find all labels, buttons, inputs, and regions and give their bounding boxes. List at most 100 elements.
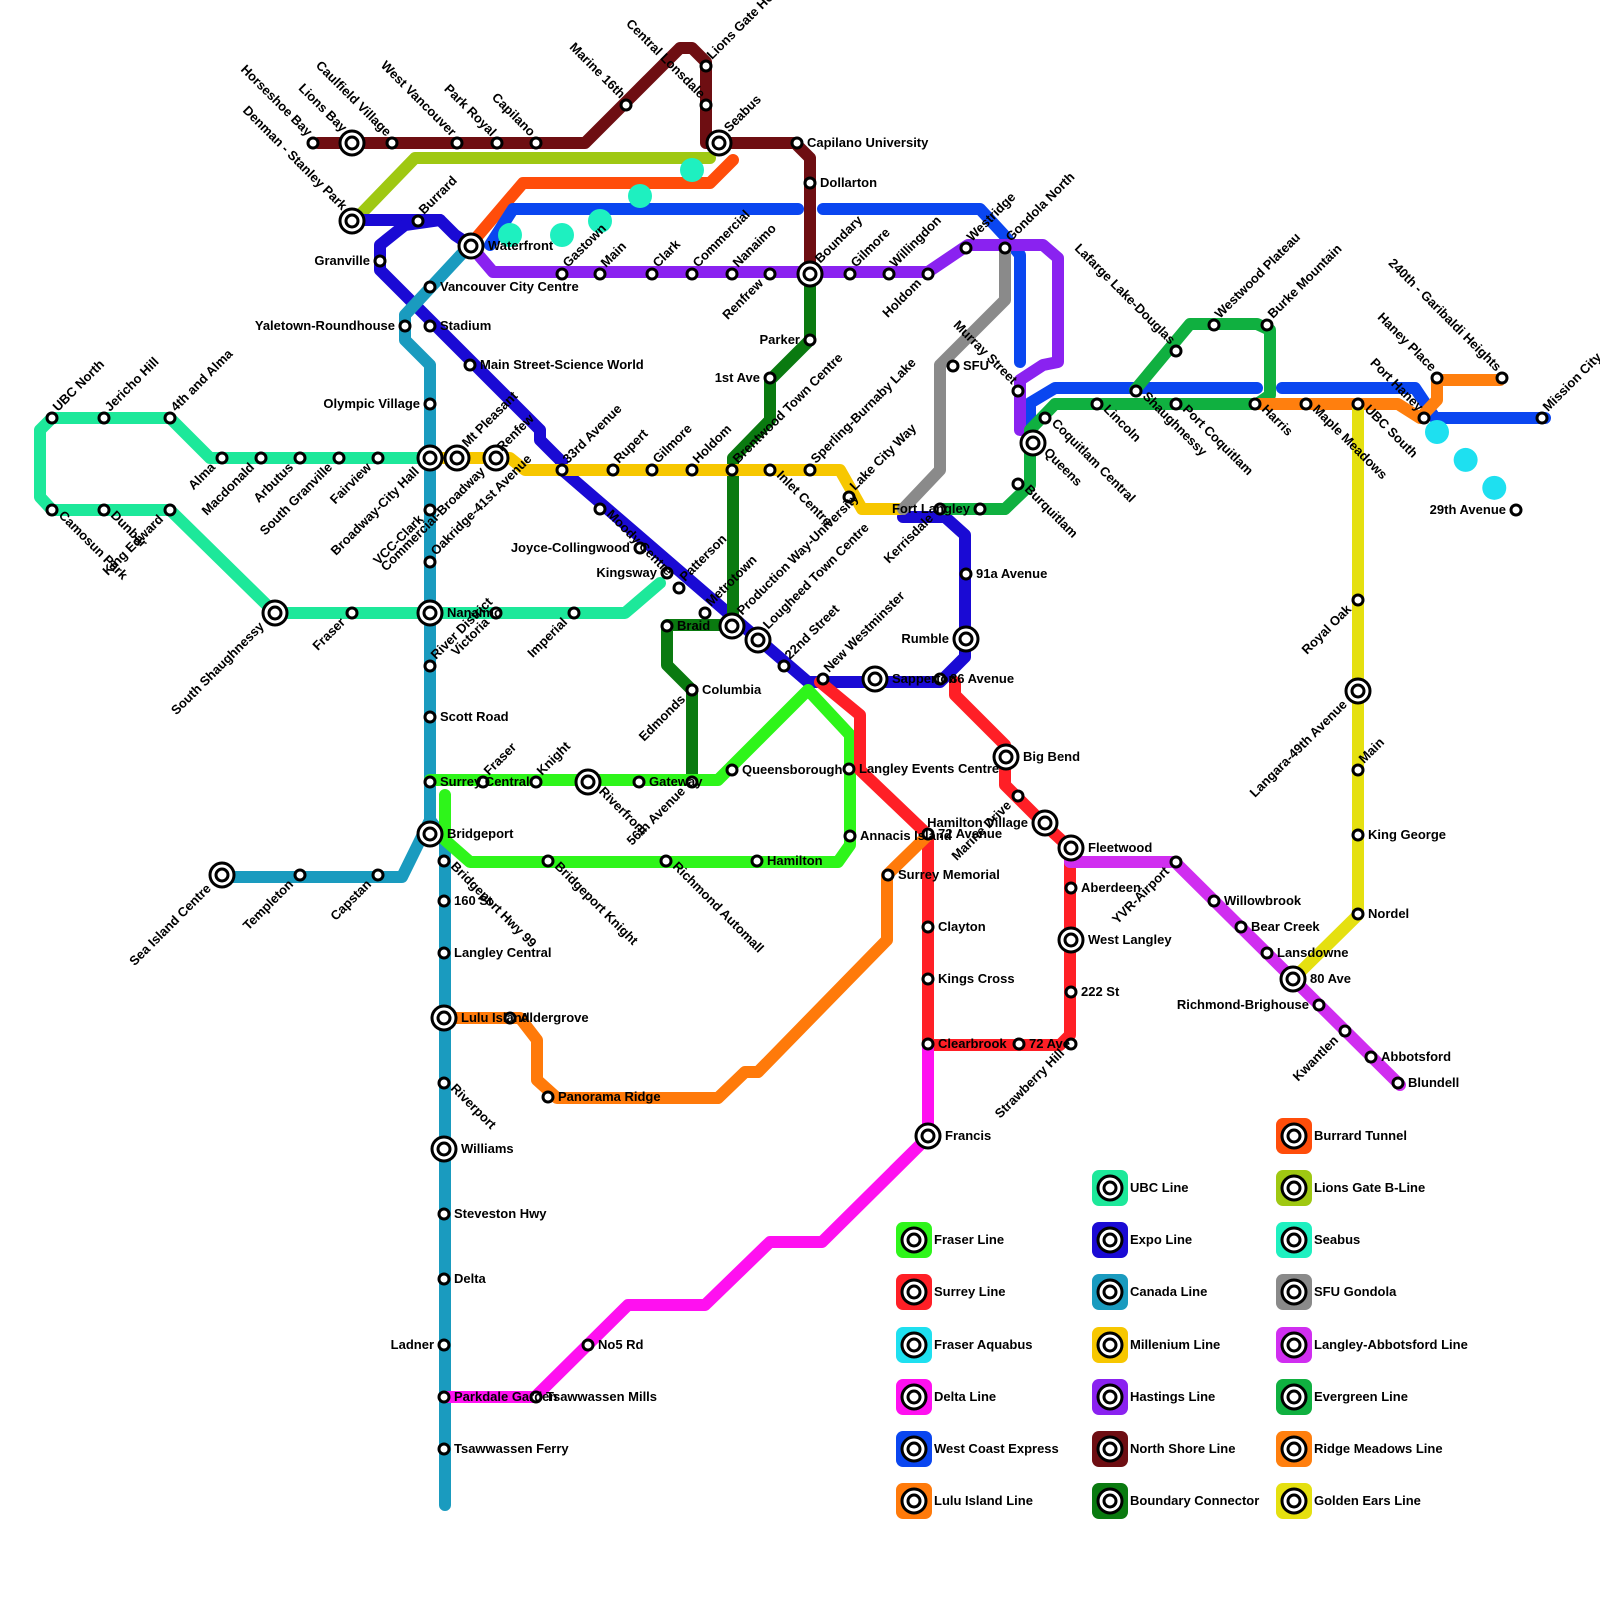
station-marker[interactable]	[439, 1274, 449, 1284]
station-marker[interactable]	[805, 465, 815, 475]
station-marker[interactable]	[432, 1137, 456, 1161]
station-marker[interactable]	[1013, 386, 1023, 396]
station-marker[interactable]	[439, 1444, 449, 1454]
station-marker[interactable]	[439, 1209, 449, 1219]
station-marker[interactable]	[165, 413, 175, 423]
station-marker[interactable]	[439, 1392, 449, 1402]
station-marker[interactable]	[400, 321, 410, 331]
station-marker[interactable]	[1236, 922, 1246, 932]
station-marker[interactable]	[425, 777, 435, 787]
station-marker[interactable]	[595, 504, 605, 514]
station-marker[interactable]	[387, 138, 397, 148]
station-marker[interactable]	[961, 243, 971, 253]
station-marker[interactable]	[923, 922, 933, 932]
station-marker[interactable]	[1059, 836, 1083, 860]
station-marker[interactable]	[1250, 399, 1260, 409]
station-marker[interactable]	[1497, 373, 1507, 383]
station-marker[interactable]	[765, 373, 775, 383]
station-marker[interactable]	[1301, 399, 1311, 409]
station-marker[interactable]	[674, 583, 684, 593]
station-marker[interactable]	[340, 131, 364, 155]
station-marker[interactable]	[701, 61, 711, 71]
station-marker[interactable]	[863, 667, 887, 691]
station-marker[interactable]	[459, 234, 483, 258]
station-marker[interactable]	[884, 269, 894, 279]
station-marker[interactable]	[818, 674, 828, 684]
station-marker[interactable]	[727, 765, 737, 775]
station-marker[interactable]	[425, 282, 435, 292]
station-marker[interactable]	[1353, 595, 1363, 605]
station-marker[interactable]	[418, 822, 442, 846]
station-marker[interactable]	[256, 453, 266, 463]
station-marker[interactable]	[373, 453, 383, 463]
station-marker[interactable]	[805, 178, 815, 188]
station-marker[interactable]	[765, 465, 775, 475]
station-marker[interactable]	[1131, 386, 1141, 396]
station-marker[interactable]	[492, 138, 502, 148]
station-marker[interactable]	[1171, 346, 1181, 356]
station-marker[interactable]	[707, 131, 731, 155]
station-marker[interactable]	[765, 269, 775, 279]
station-marker[interactable]	[569, 608, 579, 618]
station-marker[interactable]	[439, 1340, 449, 1350]
station-marker[interactable]	[425, 321, 435, 331]
station-marker[interactable]	[1171, 857, 1181, 867]
station-marker[interactable]	[844, 764, 854, 774]
station-marker[interactable]	[452, 138, 462, 148]
station-marker[interactable]	[1066, 987, 1076, 997]
station-marker[interactable]	[439, 856, 449, 866]
station-marker[interactable]	[557, 269, 567, 279]
station-marker[interactable]	[779, 661, 789, 671]
station-marker[interactable]	[99, 505, 109, 515]
station-marker[interactable]	[295, 453, 305, 463]
station-marker[interactable]	[1393, 1078, 1403, 1088]
station-marker[interactable]	[465, 360, 475, 370]
station-marker[interactable]	[595, 269, 605, 279]
station-marker[interactable]	[1353, 909, 1363, 919]
station-marker[interactable]	[47, 505, 57, 515]
station-marker[interactable]	[916, 1124, 940, 1148]
station-marker[interactable]	[47, 413, 57, 423]
station-marker[interactable]	[373, 870, 383, 880]
station-marker[interactable]	[1537, 413, 1547, 423]
station-marker[interactable]	[1059, 928, 1083, 952]
station-marker[interactable]	[954, 627, 978, 651]
station-marker[interactable]	[923, 1039, 933, 1049]
station-marker[interactable]	[687, 685, 697, 695]
station-marker[interactable]	[647, 465, 657, 475]
station-marker[interactable]	[1209, 896, 1219, 906]
station-marker[interactable]	[948, 361, 958, 371]
station-marker[interactable]	[720, 614, 744, 638]
station-marker[interactable]	[1353, 765, 1363, 775]
station-marker[interactable]	[1013, 791, 1023, 801]
station-marker[interactable]	[445, 446, 469, 470]
station-marker[interactable]	[1353, 830, 1363, 840]
station-marker[interactable]	[439, 1078, 449, 1088]
station-marker[interactable]	[727, 269, 737, 279]
station-marker[interactable]	[413, 216, 423, 226]
station-marker[interactable]	[1013, 479, 1023, 489]
station-marker[interactable]	[210, 863, 234, 887]
station-marker[interactable]	[418, 446, 442, 470]
station-marker[interactable]	[334, 453, 344, 463]
station-marker[interactable]	[805, 335, 815, 345]
station-marker[interactable]	[923, 974, 933, 984]
station-marker[interactable]	[295, 870, 305, 880]
station-marker[interactable]	[661, 856, 671, 866]
station-marker[interactable]	[347, 608, 357, 618]
station-marker[interactable]	[1340, 1026, 1350, 1036]
station-marker[interactable]	[647, 269, 657, 279]
station-marker[interactable]	[543, 1092, 553, 1102]
station-marker[interactable]	[1314, 1000, 1324, 1010]
station-marker[interactable]	[557, 465, 567, 475]
station-marker[interactable]	[425, 557, 435, 567]
station-marker[interactable]	[1262, 948, 1272, 958]
station-marker[interactable]	[845, 269, 855, 279]
station-marker[interactable]	[217, 453, 227, 463]
station-marker[interactable]	[845, 831, 855, 841]
station-marker[interactable]	[621, 100, 631, 110]
station-marker[interactable]	[308, 138, 318, 148]
station-marker[interactable]	[1432, 373, 1442, 383]
station-marker[interactable]	[439, 896, 449, 906]
station-marker[interactable]	[687, 269, 697, 279]
